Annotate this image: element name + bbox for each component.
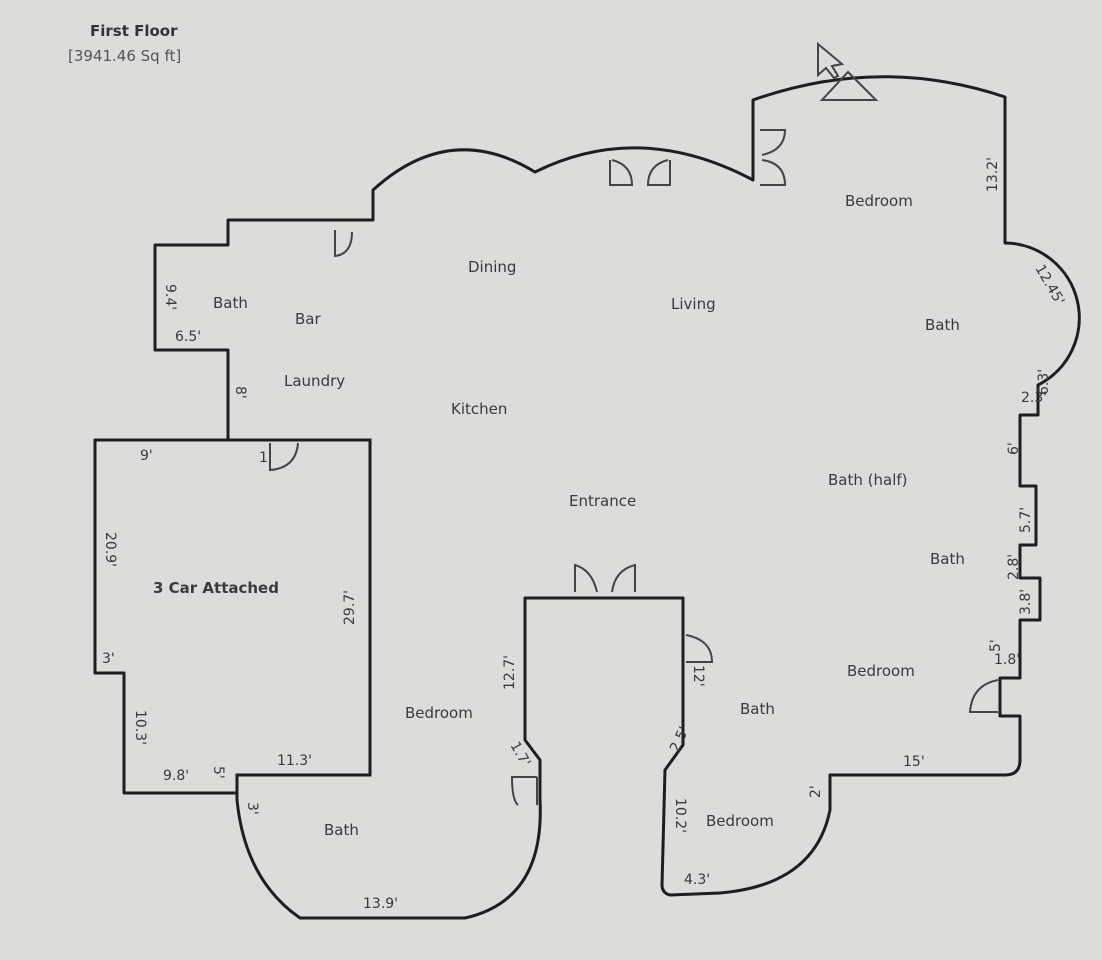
dimension-label: 4.3' (684, 872, 710, 888)
dimension-label: 5' (988, 639, 1004, 652)
room-label: Laundry (284, 372, 345, 390)
dimension-label: 1.8' (994, 652, 1020, 668)
door-arc (609, 159, 671, 186)
dimension-label: 8' (232, 386, 248, 399)
room-label: Bar (295, 310, 321, 328)
room-label: Bedroom (847, 662, 915, 680)
dimension-label: 6.5' (175, 329, 201, 345)
dimension-label: 5' (210, 766, 226, 779)
room-label: Living (671, 295, 716, 313)
dimension-label: 3.8' (1018, 589, 1034, 615)
door-arc (269, 442, 299, 472)
room-label: Bath (324, 821, 359, 839)
dimension-label: 13.2' (985, 157, 1001, 192)
door-arc (760, 129, 787, 186)
dimension-label: 9.8' (163, 768, 189, 784)
dimension-label: 9.4' (162, 284, 178, 310)
room-label: Bedroom (405, 704, 473, 722)
dimension-label: 10.3' (132, 710, 148, 745)
room-label: Dining (468, 258, 516, 276)
room-label: 3 Car Attached (153, 579, 279, 597)
floor-area: [3941.46 Sq ft] (68, 47, 182, 65)
dimension-label: 5.7' (1018, 507, 1034, 533)
door-arc (574, 563, 636, 593)
dimension-label: 29.7' (342, 590, 358, 625)
room-label: Kitchen (451, 400, 507, 418)
dimension-label: 9' (140, 448, 153, 464)
room-label: Bedroom (706, 812, 774, 830)
dimension-label: 3' (102, 651, 115, 667)
dimension-label: 2' (808, 785, 824, 798)
door-arc (334, 230, 353, 258)
room-label: Entrance (569, 492, 636, 510)
dimension-label: 2.3' (1021, 390, 1047, 406)
floor-title: First Floor (90, 22, 178, 40)
dimension-label: 6' (1006, 442, 1022, 455)
dimension-label: 10.2' (672, 798, 688, 833)
pointer-icon (817, 41, 845, 80)
door-arc (510, 776, 538, 806)
dimension-label: 12.7' (502, 655, 518, 690)
entry-triangle-icon (819, 70, 879, 101)
room-label: Bath (740, 700, 775, 718)
dimension-label: 3' (244, 802, 260, 815)
dimension-label: 2.8' (1006, 554, 1022, 580)
dimension-label: 12' (690, 665, 706, 687)
dimension-label: 13.9' (363, 896, 398, 912)
garage-wall (228, 438, 372, 793)
door-arc (968, 679, 999, 713)
doors (269, 41, 999, 806)
room-label: Bath (930, 550, 965, 568)
room-labels: Dining Living Bedroom Bath Bar Bath Laun… (153, 192, 965, 839)
dimension-label: 6.3' (1036, 369, 1052, 395)
room-label: Bath (half) (828, 471, 908, 489)
dimension-label: 15' (903, 754, 925, 770)
dimension-label: 11.3' (277, 753, 312, 769)
door-arc (685, 634, 714, 663)
dimension-labels: 13.2' 12.45' 6.3' 2.3' 6' 5.7' 2.8' 3.8'… (102, 157, 1067, 912)
room-label: Bedroom (845, 192, 913, 210)
dimension-label: 2.5' (667, 724, 693, 754)
dimension-label: 1' (259, 450, 272, 466)
room-label: Bath (925, 316, 960, 334)
dimension-label: 20.9' (102, 532, 118, 567)
room-label: Bath (213, 294, 248, 312)
exterior-wall (93, 75, 1081, 920)
